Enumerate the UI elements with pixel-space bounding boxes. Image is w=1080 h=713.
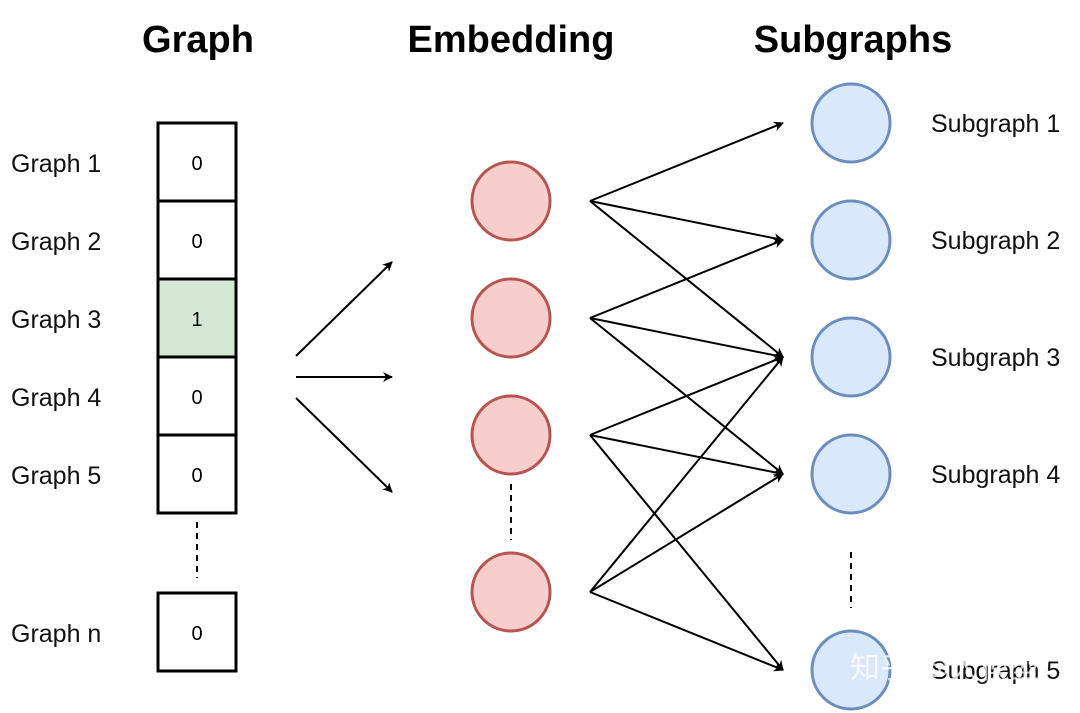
graph-label: Graph 3 xyxy=(11,306,101,334)
graph-row: 0 Graph 2 xyxy=(11,199,238,281)
subgraph-label: Subgraph 5 xyxy=(931,657,1060,685)
fan-arrow-down xyxy=(295,397,393,493)
subgraph-node xyxy=(810,82,892,164)
subgraph-node xyxy=(810,433,892,515)
graph-row: 0 Graph 4 xyxy=(11,355,238,437)
embedding-nodes xyxy=(470,160,552,633)
connection-arrow xyxy=(589,238,784,319)
graph-label: Graph 4 xyxy=(11,384,101,412)
connection-arrow xyxy=(589,591,784,672)
graph-row: 0 Graph 5 xyxy=(11,433,238,515)
connection-lines xyxy=(589,121,784,672)
connection-arrow xyxy=(589,200,784,244)
graph-cell-value: 0 xyxy=(191,465,202,487)
connection-arrow xyxy=(589,434,784,478)
subgraph-node xyxy=(810,629,892,711)
subgraph-row: Subgraph 4 xyxy=(810,433,1060,515)
subgraph-row: Subgraph 2 xyxy=(810,199,1060,281)
subgraph-label: Subgraph 3 xyxy=(931,344,1060,372)
connection-arrow xyxy=(589,473,784,593)
graph-label: Graph n xyxy=(11,620,101,648)
embedding-node xyxy=(470,160,552,242)
subgraph-nodes: Subgraph 1 Subgraph 2 Subgraph 3 Subgraph 4 xyxy=(810,82,1060,515)
connection-arrow xyxy=(589,356,784,593)
graph-row: 1 Graph 3 xyxy=(11,277,238,359)
fan-arrow-up xyxy=(295,261,393,357)
graph-label: Graph 1 xyxy=(11,150,101,178)
embedding-node xyxy=(470,277,552,359)
embedding-node xyxy=(470,551,552,633)
subgraph-label: Subgraph 1 xyxy=(931,110,1060,138)
connection-arrow xyxy=(589,434,784,671)
graph-label: Graph 5 xyxy=(11,462,101,490)
graph-cell-value: 0 xyxy=(191,387,202,409)
subgraph-row: Subgraph 1 xyxy=(810,82,1060,164)
embedding-title: Embedding xyxy=(408,19,615,61)
subgraph-label: Subgraph 4 xyxy=(931,461,1060,489)
subgraph-last-row: Subgraph 5 xyxy=(810,629,1060,711)
subgraph-label: Subgraph 2 xyxy=(931,227,1060,255)
graph-cell xyxy=(156,591,238,673)
graph-cell-value: 0 xyxy=(191,231,202,253)
subgraph-node xyxy=(810,199,892,281)
graph-cell xyxy=(156,433,238,515)
subgraph-node xyxy=(810,316,892,398)
graph-cell-value: 1 xyxy=(191,309,202,331)
graph-cell-value: 0 xyxy=(191,153,202,175)
graph-row: 0 Graph 1 xyxy=(11,121,238,203)
graph-title: Graph xyxy=(142,19,254,61)
embedding-node xyxy=(470,394,552,476)
subgraphs-title: Subgraphs xyxy=(754,19,952,61)
graph-label: Graph 2 xyxy=(11,228,101,256)
subgraph-row: Subgraph 3 xyxy=(810,316,1060,398)
connection-arrow xyxy=(589,355,784,436)
connection-arrow xyxy=(589,121,784,202)
graph-cell xyxy=(156,355,238,437)
connection-arrow xyxy=(589,317,784,361)
graph-last-row: 0 Graph n xyxy=(11,591,238,673)
graph-cell-value: 0 xyxy=(191,623,202,645)
watermark-text: 知乎 @大模型 xyxy=(850,651,1040,686)
